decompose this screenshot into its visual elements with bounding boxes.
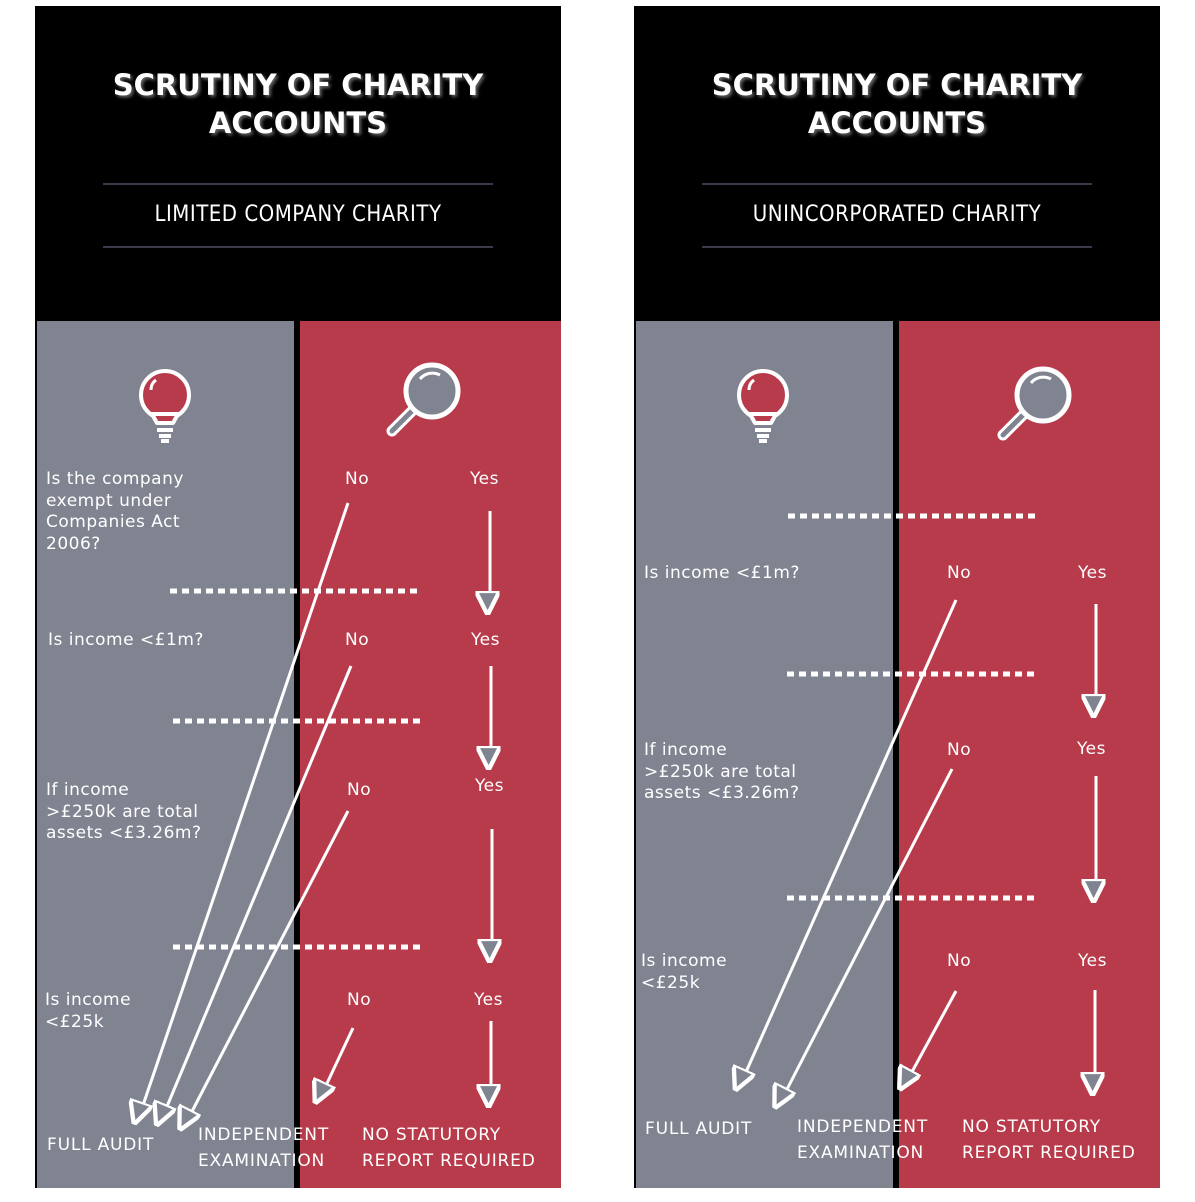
outcome-no-statutory-report: NO STATUTORY REPORT REQUIRED [362, 1125, 536, 1171]
question-2-text: Is income <£1m? [48, 630, 204, 650]
question-3-text: Is income <£25k [641, 951, 728, 993]
question-column [636, 321, 893, 1188]
outcome-full-audit: FULL AUDIT [645, 1119, 753, 1139]
answer-yes: Yes [475, 776, 504, 796]
no-arrow [742, 599, 958, 1081]
answer-yes: Yes [1078, 563, 1107, 583]
question-4-text: Is income <£25k [45, 990, 132, 1032]
panel-subtitle: UNINCORPORATED CHARITY [752, 202, 1042, 227]
magnifying-glass-icon [386, 362, 461, 437]
outcome-independent-examination: INDEPENDENT EXAMINATION [198, 1125, 330, 1171]
panel-header: SCRUTINY OF CHARITY ACCOUNTS UNINCORPORA… [634, 6, 1160, 321]
flow-graphics [35, 362, 561, 1188]
question-1-text: Is income <£1m? [644, 563, 800, 583]
no-arrow [163, 665, 353, 1116]
divider [103, 246, 493, 248]
answer-yes: Yes [470, 469, 499, 489]
no-arrow [140, 502, 350, 1114]
question-2-text: If income >£250k are total assets <£3.26… [644, 740, 800, 803]
no-arrow [322, 1027, 355, 1094]
magnifying-glass-icon [997, 366, 1072, 441]
divider [702, 246, 1092, 248]
answer-yes: Yes [1077, 739, 1106, 759]
divider [103, 183, 493, 185]
panel-title: SCRUTINY OF CHARITY ACCOUNTS [711, 68, 1083, 140]
divider [702, 183, 1092, 185]
lightbulb-icon [737, 369, 789, 443]
lightbulb-icon [139, 369, 191, 443]
answer-no: No [345, 469, 370, 489]
outcome-no-statutory-report: NO STATUTORY REPORT REQUIRED [962, 1117, 1136, 1163]
panel-header: SCRUTINY OF CHARITY ACCOUNTS LIMITED COM… [35, 6, 561, 321]
no-arrow [187, 810, 350, 1121]
outcome-full-audit: FULL AUDIT [47, 1135, 155, 1155]
panel-subtitle: LIMITED COMPANY CHARITY [154, 202, 442, 227]
flowchart-panel-limited-company: SCRUTINY OF CHARITY ACCOUNTS LIMITED COM… [35, 6, 561, 1188]
flowchart-panel-unincorporated: SCRUTINY OF CHARITY ACCOUNTS UNINCORPORA… [634, 6, 1160, 1188]
question-3-text: If income >£250k are total assets <£3.26… [46, 780, 202, 843]
answer-no: No [947, 740, 972, 760]
question-1-text: Is the company exempt under Companies Ac… [46, 469, 184, 554]
answer-column [300, 321, 561, 1188]
answer-yes: Yes [471, 630, 500, 650]
answer-no: No [345, 630, 370, 650]
panel-title: SCRUTINY OF CHARITY ACCOUNTS [112, 68, 484, 140]
no-arrow [907, 990, 958, 1081]
answer-no: No [947, 563, 972, 583]
answer-no: No [347, 990, 372, 1010]
answer-column [899, 321, 1160, 1188]
answer-no: No [347, 780, 372, 800]
answer-yes: Yes [474, 990, 503, 1010]
answer-yes: Yes [1078, 951, 1107, 971]
answer-no: No [947, 951, 972, 971]
outcome-independent-examination: INDEPENDENT EXAMINATION [797, 1117, 929, 1163]
flow-graphics [634, 366, 1160, 1188]
no-arrow [782, 768, 954, 1099]
